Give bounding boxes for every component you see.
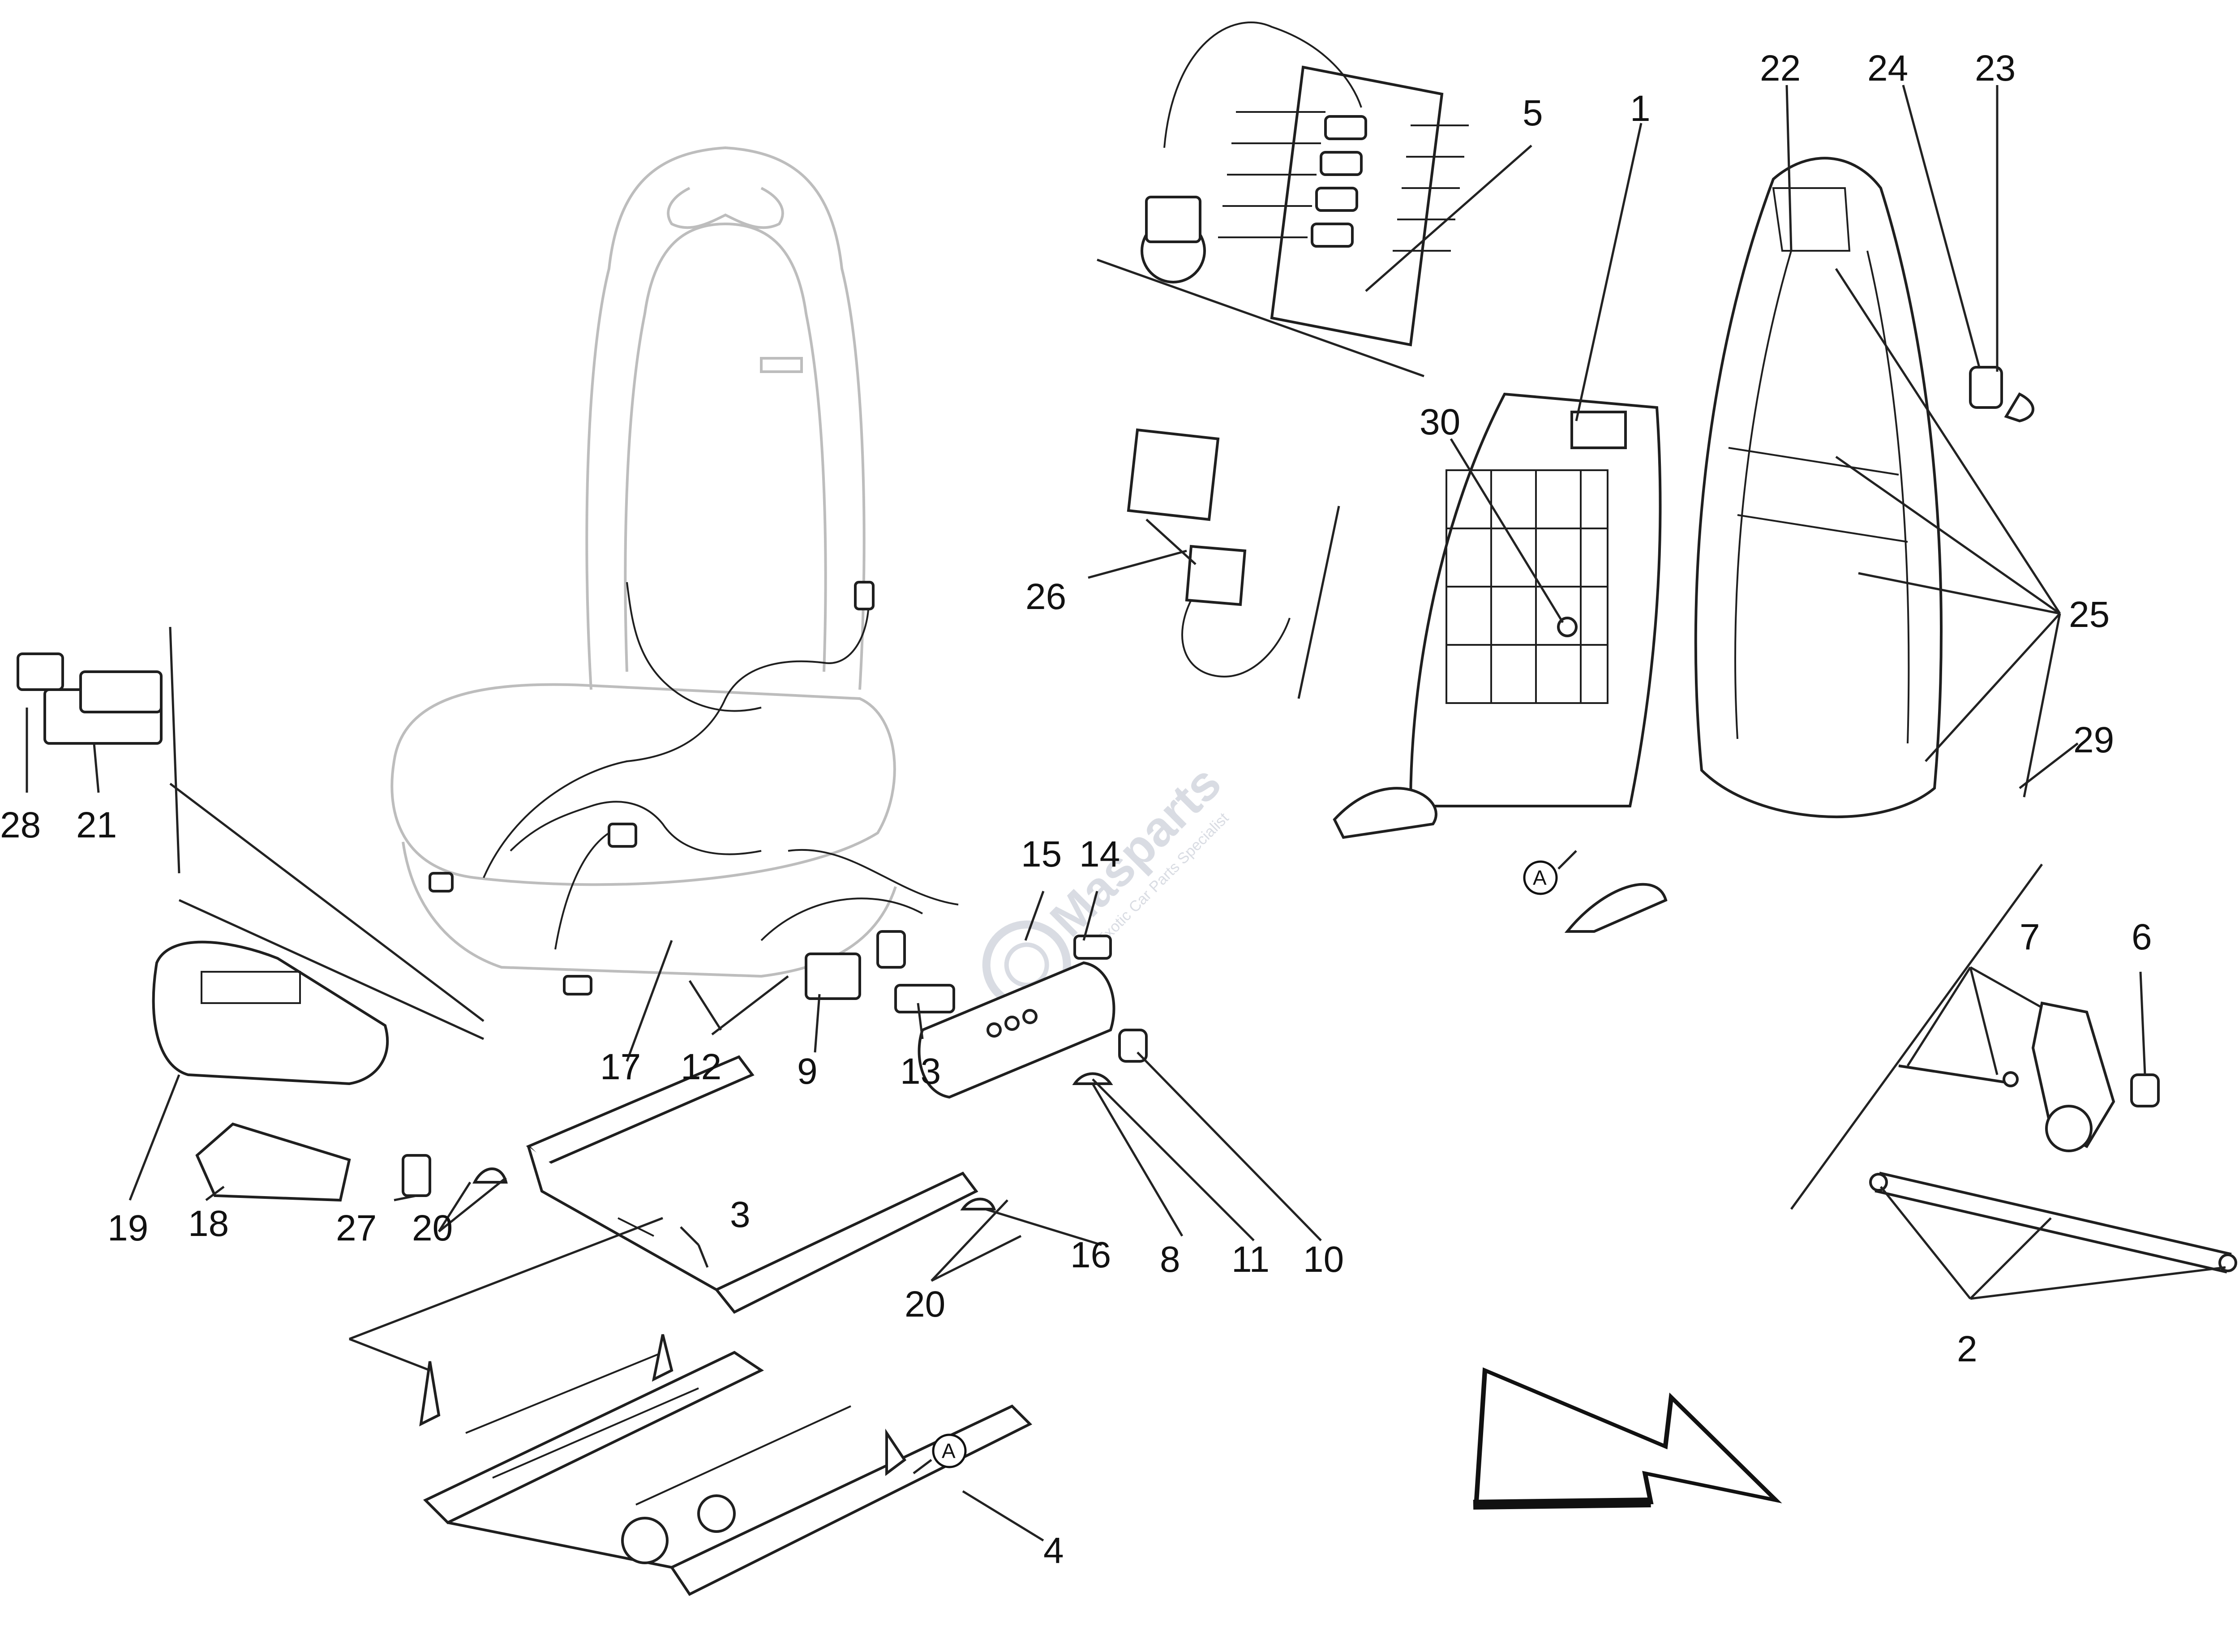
side-trim-panel: [152, 940, 508, 1202]
seat-switch-panel: [760, 897, 1148, 1210]
circled-a-icon: [1523, 860, 1558, 895]
callout-30: 30: [1420, 402, 1460, 442]
backrest-shell: [1694, 157, 2034, 819]
callout-23: 23: [1975, 48, 2016, 89]
seat-ghost-outline: [390, 146, 897, 978]
callout-18: 18: [188, 1203, 229, 1244]
callout-20-lower: 20: [905, 1284, 945, 1325]
callout-22: 22: [1760, 48, 1801, 89]
callout-10: 10: [1303, 1239, 1344, 1280]
callout-labels: 1 2 3 4 5 6 7 8 9 10 11 12 13 14 15 16 1…: [0, 48, 2152, 1571]
cross-rod: [1869, 1171, 2237, 1274]
callout-17: 17: [600, 1047, 641, 1087]
reference-marker-top: A: [1523, 850, 1577, 895]
callout-14: 14: [1079, 834, 1120, 875]
callout-8: 8: [1160, 1239, 1180, 1280]
callout-26: 26: [1025, 576, 1066, 617]
callout-9: 9: [797, 1051, 818, 1092]
circled-a-icon: [932, 1433, 967, 1468]
reference-marker-label: A: [942, 1439, 956, 1463]
callout-24: 24: [1867, 48, 1908, 89]
callout-7: 7: [2020, 917, 2040, 957]
seat-frame-upper: [526, 1055, 978, 1314]
callout-1: 1: [1630, 88, 1651, 129]
watermark-brand: Masparts: [1040, 755, 1231, 947]
callout-27: 27: [336, 1208, 377, 1249]
callout-4: 4: [1043, 1530, 1064, 1571]
callout-28: 28: [0, 805, 41, 845]
reference-marker-label: A: [1533, 866, 1547, 889]
backrest-frame: [1333, 392, 1668, 933]
seat-wire-harness: [429, 581, 959, 995]
callout-19: 19: [107, 1208, 148, 1249]
reference-marker-bottom: A: [913, 1433, 967, 1474]
recliner-motor: [1898, 1001, 2160, 1152]
callout-15: 15: [1021, 834, 1062, 875]
callout-16: 16: [1070, 1235, 1111, 1275]
callout-29: 29: [2073, 720, 2114, 760]
callout-2: 2: [1957, 1329, 1977, 1369]
front-direction-arrow-icon: [1473, 1367, 1782, 1510]
callout-20-upper: 20: [412, 1208, 453, 1249]
lumbar-support-mat: [1141, 21, 1469, 347]
lumbar-module: [1127, 428, 1291, 678]
callout-5: 5: [1523, 93, 1543, 133]
callout-3: 3: [730, 1194, 751, 1235]
callout-11: 11: [1231, 1239, 1270, 1280]
small-parts-21-28: [17, 652, 163, 745]
section-brackets: [169, 258, 2043, 1210]
callout-12: 12: [681, 1047, 721, 1087]
callout-25: 25: [2069, 594, 2110, 635]
callout-21: 21: [76, 805, 117, 845]
callout-13: 13: [900, 1051, 941, 1092]
leader-lines: [26, 85, 2226, 1542]
callout-6: 6: [2132, 917, 2152, 957]
